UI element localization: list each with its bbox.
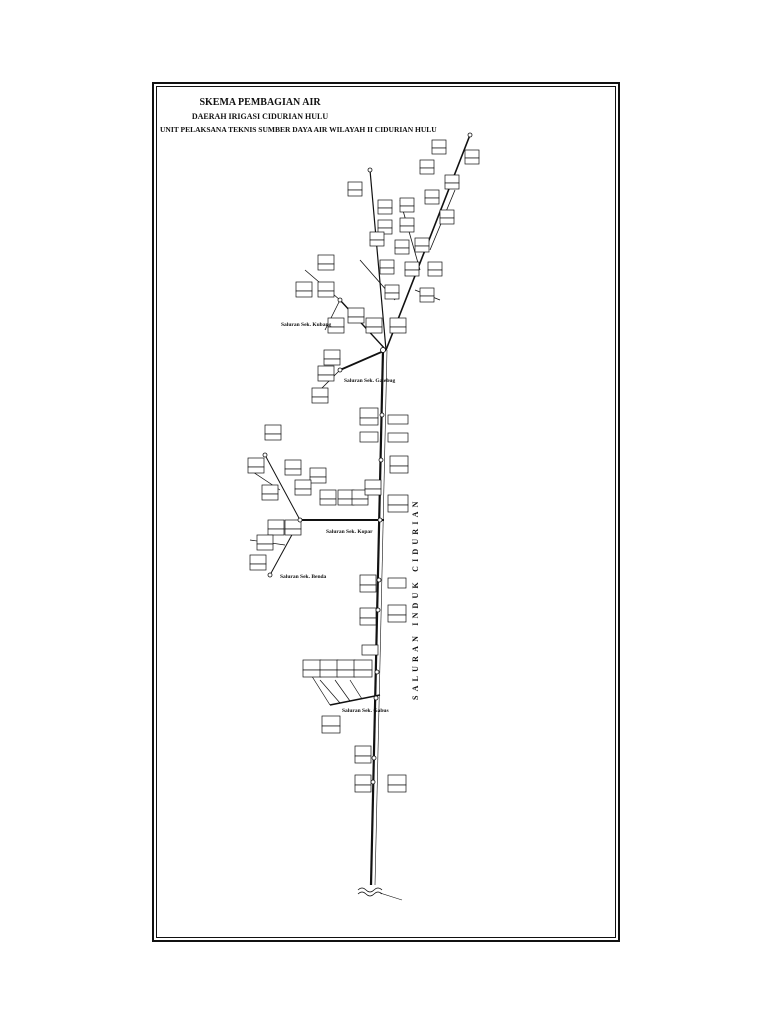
structure-nodes — [262, 132, 473, 785]
kubang-canal-label: Saluran Sek. Kubang — [281, 322, 332, 328]
weir-source-icon — [357, 887, 403, 901]
kopar-canal-label: Saluran Sek. Kopar — [326, 529, 373, 535]
offtake-boxes-kubang-galebug — [295, 254, 383, 404]
gabus-canal-label: Saluran Sek. Gabus — [342, 708, 389, 714]
offtake-boxes-upper — [347, 139, 480, 334]
main-canal-label: SALURAN INDUK CIDURIAN — [411, 497, 420, 700]
benda-canal-label: Saluran Sek. Benda — [280, 574, 327, 580]
scheme-subtitle: DAERAH IRIGASI CIDURIAN HULU — [191, 112, 329, 121]
secondary-canal-kubang — [304, 269, 387, 351]
outer-frame — [152, 82, 620, 942]
offtake-boxes-main — [354, 407, 409, 793]
scheme-unit-name: UNIT PELAKSANA TEKNIS SUMBER DAYA AIR WI… — [160, 125, 437, 134]
offtake-boxes-kopar — [247, 424, 382, 571]
secondary-canal-gabus — [307, 669, 381, 706]
main-canal — [369, 349, 388, 886]
scheme-title: SKEMA PEMBAGIAN AIR — [199, 97, 321, 108]
offtake-boxes-gabus — [302, 659, 373, 734]
galebug-canal-label: Saluran Sek. Galebug — [344, 378, 395, 384]
inner-frame — [156, 86, 616, 938]
